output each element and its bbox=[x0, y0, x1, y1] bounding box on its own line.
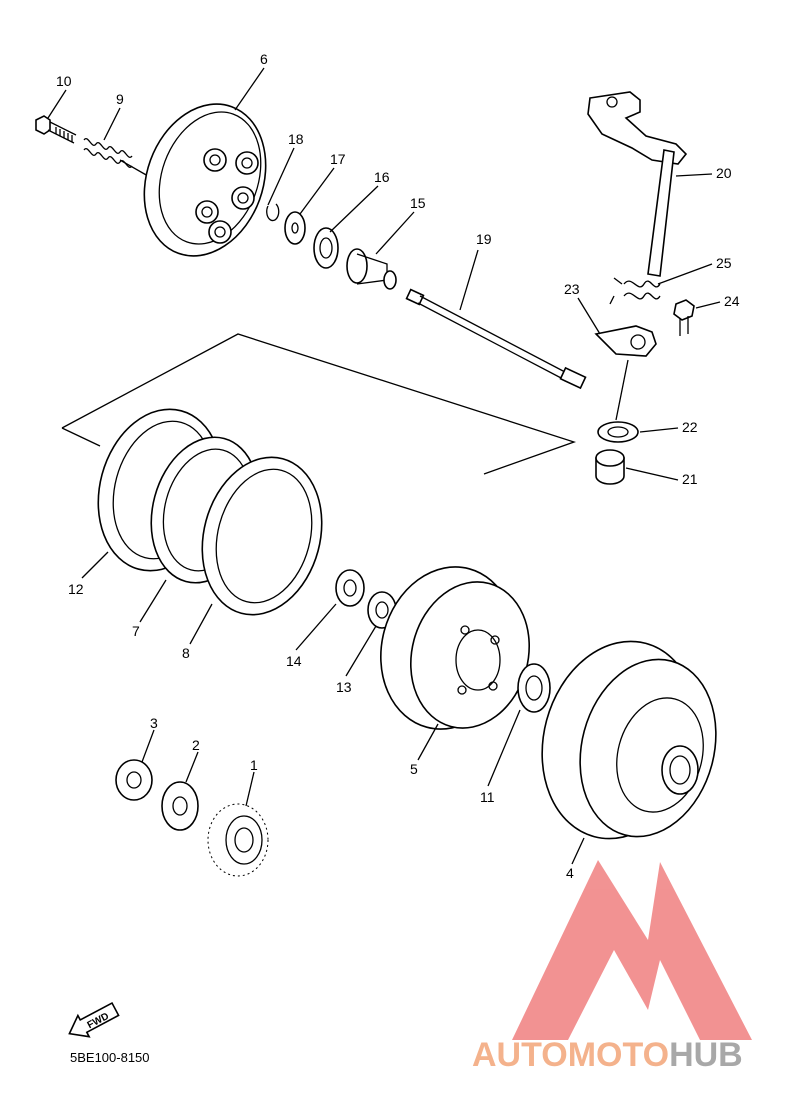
callout-7: 7 bbox=[132, 623, 140, 639]
fwd-label: FWD bbox=[86, 1011, 111, 1031]
callout-17: 17 bbox=[330, 151, 346, 167]
part-1-primary-gear[interactable] bbox=[207, 803, 269, 877]
callout-15: 15 bbox=[410, 195, 426, 211]
part-6-pressure-plate[interactable] bbox=[124, 87, 286, 273]
callout-numbers: 10 9 6 18 17 16 15 19 20 25 24 23 22 21 … bbox=[56, 51, 740, 881]
part-9-spring[interactable] bbox=[83, 138, 149, 177]
callout-5: 5 bbox=[410, 761, 418, 777]
diagram-code: 5BE100-8150 bbox=[70, 1050, 150, 1065]
part-16-bearing[interactable] bbox=[313, 227, 339, 269]
leader-lines bbox=[47, 67, 721, 865]
part-5-clutch-boss[interactable] bbox=[363, 552, 545, 745]
brand-part1: AUTOMOTO bbox=[472, 1036, 669, 1074]
part-18-circlip[interactable] bbox=[266, 203, 280, 222]
part-10-bolt[interactable] bbox=[35, 115, 77, 144]
callout-14: 14 bbox=[286, 653, 302, 669]
callout-19: 19 bbox=[476, 231, 492, 247]
part-4-clutch-housing[interactable] bbox=[521, 624, 735, 857]
brand-wordmark: AUTOMOTOHUB bbox=[472, 1036, 743, 1074]
part-19-push-rod-long[interactable] bbox=[405, 288, 587, 390]
callout-18: 18 bbox=[288, 131, 304, 147]
part-15-push-rod[interactable] bbox=[346, 248, 397, 290]
part-21-bush[interactable] bbox=[595, 449, 625, 485]
part-14-nut[interactable] bbox=[335, 569, 365, 607]
part-23-plate[interactable] bbox=[594, 325, 657, 357]
part-8-friction-plate[interactable] bbox=[185, 444, 338, 629]
part-24-bolt[interactable] bbox=[673, 299, 695, 336]
part-3-nut[interactable] bbox=[115, 759, 153, 801]
callout-12: 12 bbox=[68, 581, 84, 597]
part-17-washer[interactable] bbox=[284, 211, 306, 245]
callout-2: 2 bbox=[192, 737, 200, 753]
callout-13: 13 bbox=[336, 679, 352, 695]
brand-logo-mark bbox=[512, 860, 752, 1040]
callout-1: 1 bbox=[250, 757, 258, 773]
callout-21: 21 bbox=[682, 471, 698, 487]
callout-23: 23 bbox=[564, 281, 580, 297]
callout-8: 8 bbox=[182, 645, 190, 661]
callout-25: 25 bbox=[716, 255, 732, 271]
part-25-torsion-spring[interactable] bbox=[609, 277, 661, 305]
part-2-washer[interactable] bbox=[161, 781, 199, 831]
callout-11: 11 bbox=[480, 789, 495, 805]
clutch-pack-bracket bbox=[61, 333, 577, 475]
callout-4: 4 bbox=[566, 865, 574, 881]
callout-6: 6 bbox=[260, 51, 268, 67]
part-20-push-lever-shaft[interactable] bbox=[587, 91, 688, 277]
callout-9: 9 bbox=[116, 91, 124, 107]
callout-24: 24 bbox=[724, 293, 740, 309]
fwd-arrow: FWD bbox=[68, 1001, 120, 1038]
callout-10: 10 bbox=[56, 73, 72, 89]
callout-20: 20 bbox=[716, 165, 732, 181]
callout-22: 22 bbox=[682, 419, 698, 435]
part-22-oil-seal[interactable] bbox=[597, 421, 639, 443]
brand-part2: HUB bbox=[669, 1036, 743, 1074]
callout-16: 16 bbox=[374, 169, 390, 185]
callout-3: 3 bbox=[150, 715, 158, 731]
part-11-thrust-washer[interactable] bbox=[517, 663, 551, 713]
